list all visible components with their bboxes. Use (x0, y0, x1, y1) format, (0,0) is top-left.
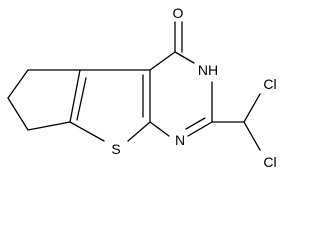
bond-c-cl-lower (243, 121, 261, 151)
bond-c2-n-double (185, 117, 206, 130)
nh-label: NH (198, 62, 218, 78)
bond-s-c7a (127, 121, 151, 142)
bond-fused-cp-thiophene-double (76, 77, 87, 121)
chlorine-upper-label: Cl (263, 76, 276, 92)
molecule-drawing: O NH N S Cl Cl (7, 5, 277, 170)
bond-fused-cp-thiophene (69, 69, 81, 123)
bond-cp-3 (27, 121, 71, 131)
bond-c2-n (187, 121, 213, 137)
bond-n-c7a (149, 121, 170, 137)
bond-c-cl-upper (243, 93, 261, 123)
bond-c3b-c4 (149, 51, 176, 71)
oxygen-label: O (173, 5, 184, 21)
chlorine-lower-label: Cl (263, 154, 276, 170)
bond-cp-2 (7, 97, 29, 131)
bond-cp-1 (7, 69, 29, 99)
sulfur-label: S (111, 141, 120, 157)
nitrogen-label: N (175, 132, 185, 148)
structure-diagram: O NH N S Cl Cl (7, 5, 277, 170)
bond-c4-nh (174, 51, 195, 64)
bond-c6a-s (69, 121, 105, 142)
